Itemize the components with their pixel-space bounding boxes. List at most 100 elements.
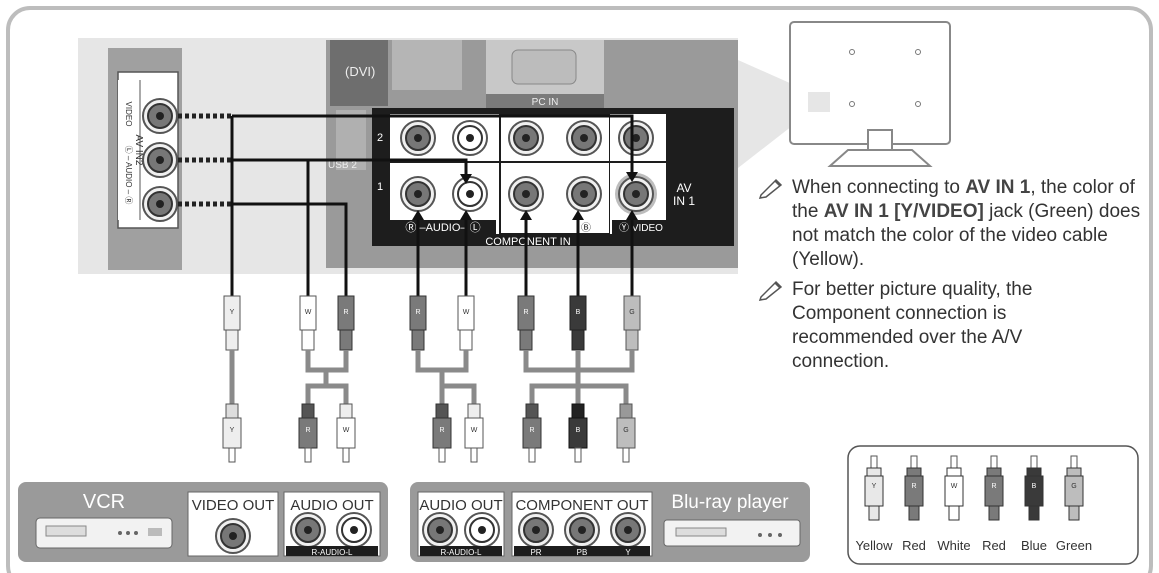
note1-bold-b: AV IN 1 [Y/VIDEO] [823, 201, 984, 222]
component-in-label: COMPONENT IN [485, 236, 570, 248]
av-in2-label: AV IN2 [133, 135, 144, 166]
row2-y-jack [618, 120, 654, 156]
bluray-audio-caption: R-AUDIO-L [441, 548, 482, 557]
row1-pb-jack [566, 176, 602, 212]
legend-label: Yellow [855, 538, 893, 553]
av-in2-audio-r-jack [142, 186, 178, 222]
bluray-y-label: Y [625, 548, 631, 557]
tv-plug-tags: Y W R R W R B G [230, 309, 635, 316]
legend-plug-tag: R [991, 483, 996, 490]
tv-side-plugs [223, 295, 641, 351]
tv-thumbnail [789, 21, 951, 167]
legend-item: R Red [982, 455, 1006, 553]
bluray-pb-label: PB [577, 548, 588, 557]
tag-r: R [523, 309, 528, 316]
bluray-audio-l-jack [464, 512, 500, 548]
bluray-pr-label: PR [530, 548, 541, 557]
legend-item: W White [937, 455, 971, 553]
legend-plug-tag: B [1032, 483, 1037, 490]
tag-w: W [305, 309, 312, 316]
vcr-audio-r-jack [290, 512, 326, 548]
arrow-heads [412, 172, 638, 220]
note1-text-b: , the color of the [792, 177, 1135, 222]
pb-label: Ⓑ [581, 222, 591, 234]
bluray-component-out-label: COMPONENT OUT [515, 497, 648, 514]
bluray-image [663, 519, 801, 547]
pencil-icon [758, 178, 783, 199]
usb-label: USB 2 [328, 160, 357, 171]
note-av-in1: When connecting to AV IN 1, the color of… [758, 176, 1148, 272]
tag-b: B [576, 427, 581, 434]
legend-label: Red [982, 538, 1006, 553]
bluray-name: Blu-ray player [671, 492, 789, 513]
row2-pb-jack [566, 120, 602, 156]
tag-r: R [415, 309, 420, 316]
device-plug-tags: Y R W R W R B G [230, 427, 629, 434]
note2-text: For better picture quality, the Componen… [792, 279, 1033, 372]
vcr-audio-l-jack [336, 512, 372, 548]
legend-label: Red [902, 538, 926, 553]
av-in2-arrows [230, 114, 634, 296]
row2-label: 2 [377, 132, 383, 144]
outer-frame [6, 6, 1153, 573]
bluray-pr-jack [518, 512, 554, 548]
bluray-audio-out-label: AUDIO OUT [419, 497, 502, 514]
tag-w: W [463, 309, 470, 316]
audio-strip-label: Ⓡ –AUDIO– Ⓛ [405, 221, 480, 234]
bluray-y-jack [610, 512, 646, 548]
pencil-icon [758, 280, 783, 301]
tag-g: G [629, 309, 634, 316]
legend-item: R Red [902, 455, 926, 553]
legend-plug-tag: W [951, 483, 958, 490]
av-in2-audio-l-jack [142, 142, 178, 178]
legend-item: B Blue [1021, 455, 1047, 553]
note-component: For better picture quality, the Componen… [758, 278, 1092, 374]
row1-audio-r-jack [400, 176, 436, 212]
tag-y: Y [230, 309, 235, 316]
bluray-panel: AUDIO OUT R-AUDIO-L COMPONENT OUT PR PB … [410, 482, 810, 562]
pc-in-label: PC IN [532, 97, 559, 108]
av-in2-video-jack [142, 98, 178, 134]
cable-color-legend: Y Yellow R Red W White R Red B Blue G Green [847, 445, 1139, 565]
tag-g: G [623, 427, 628, 434]
dvi-label: (DVI) [345, 64, 375, 79]
legend-label: Blue [1021, 538, 1047, 553]
tag-w: W [343, 427, 350, 434]
device-side-plugs [222, 403, 636, 463]
av-in2-video-label: VIDEO [124, 102, 133, 127]
legend-plug-tag: R [911, 483, 916, 490]
vcr-image [35, 517, 173, 549]
vcr-audio-out-label: AUDIO OUT [290, 497, 373, 514]
av-in2-audio-label: Ⓛ – AUDIO – Ⓡ [124, 146, 133, 205]
row1-y-video-jack [618, 176, 654, 212]
cables [229, 350, 635, 404]
row2-audio-r-jack [400, 120, 436, 156]
bluray-audio-r-jack [422, 512, 458, 548]
vcr-panel: VCR VIDEO OUT AUDIO OUT R-AUDIO-L [18, 482, 388, 562]
legend-item: Y Yellow [855, 455, 893, 553]
notes: When connecting to AV IN 1, the color of… [758, 176, 1148, 380]
tag-r: R [529, 427, 534, 434]
tag-r: R [439, 427, 444, 434]
legend-plug-tag: G [1071, 483, 1076, 490]
vcr-video-out-jack [215, 518, 251, 554]
vcr-audio-caption: R-AUDIO-L [312, 548, 353, 557]
legend-label: White [937, 538, 970, 553]
row1-label: 1 [377, 181, 383, 193]
vcr-video-out-label: VIDEO OUT [192, 497, 275, 514]
legend-plug-tag: Y [872, 483, 877, 490]
legend-label: Green [1056, 538, 1092, 553]
row1-audio-l-jack [452, 176, 488, 212]
vcr-name: VCR [83, 491, 125, 513]
note1-text-a: When connecting to [792, 177, 966, 198]
av-in2-dotted-lines [178, 113, 232, 207]
tag-b: B [576, 309, 581, 316]
tag-r: R [343, 309, 348, 316]
row2-audio-l-jack [452, 120, 488, 156]
y-video-label: Ⓨ VIDEO [619, 222, 663, 234]
legend-item: G Green [1056, 455, 1092, 553]
row2-pr-jack [508, 120, 544, 156]
bluray-pb-jack [564, 512, 600, 548]
